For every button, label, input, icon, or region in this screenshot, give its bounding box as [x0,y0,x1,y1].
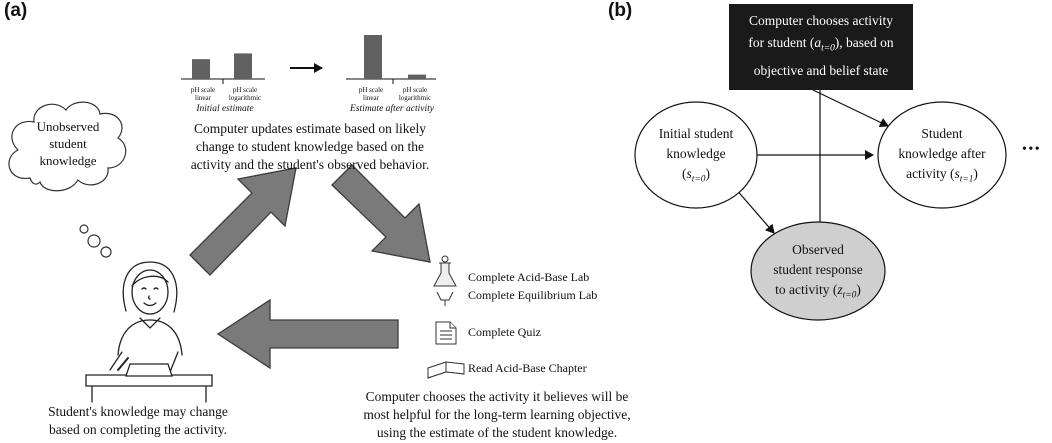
update-explanation: Computer updates estimate based on likel… [190,121,430,172]
after-estimate-bars [364,35,426,79]
panel-a-label: (a) [4,0,28,21]
thought-bubble-text: Unobserved student knowledge [36,119,100,168]
initial-estimate-bars [192,53,252,79]
activity-read-chapter: Read Acid-Base Chapter [468,361,587,375]
edge-action-to-after [812,89,889,128]
action-box-text: Computer chooses activity for student (a… [748,13,894,78]
after-estimate-caption: Estimate after activity [350,104,434,114]
edge-initial-to-observed [734,187,775,234]
observed-node-text: Observed student response to activity (z… [773,242,863,301]
activity-quiz: Complete Quiz [468,325,541,339]
cycle-arrow-left [216,298,399,370]
flask-icon [433,255,457,306]
initial-bar-linear [192,59,210,79]
panel-b-label: (b) [608,0,633,21]
graph-edges [734,89,889,249]
document-icon [435,321,457,345]
choose-explanation: Computer chooses the activity it believe… [363,389,631,440]
thought-cloud [8,101,127,258]
action-box-shape [729,4,913,90]
cycle-arrow-up [189,167,297,276]
continuation-ellipsis: • • • [1022,142,1040,157]
book-icon [427,361,465,379]
initial-estimate-caption: Initial estimate [196,104,254,114]
activity-equilibrium-lab: Complete Equilibrium Lab [468,288,598,302]
observed-node-shape [750,221,886,321]
activity-acid-base-lab: Complete Acid-Base Lab [468,270,590,284]
cycle-arrow-down [331,164,431,263]
initial-node-shape [634,101,758,209]
after-node-text: Student knowledge after activity (st=1) [898,126,986,185]
student-figure [85,261,213,403]
after-bar-logarithmic [408,74,426,79]
student-caption: Student's knowledge may change based on … [48,404,228,437]
initial-bar-logarithmic [234,53,252,79]
initial-node-text: Initial student knowledge (st=0) [658,126,734,185]
after-bar-linear [364,35,382,79]
after-node-shape [877,101,1007,209]
